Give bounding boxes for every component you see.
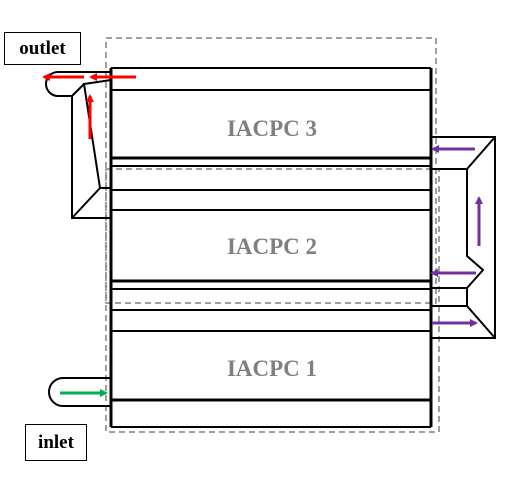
stage-label-iacpc3: IACPC 3 bbox=[227, 116, 317, 141]
dashed-group-lower bbox=[105, 168, 440, 433]
outlet-label: outlet bbox=[4, 32, 81, 65]
inlet-label: inlet bbox=[25, 424, 87, 461]
dashed-group-upper bbox=[105, 37, 437, 304]
outlet-duct bbox=[45, 71, 112, 219]
stage-label-iacpc1: IACPC 1 bbox=[227, 356, 317, 381]
stage-label-iacpc2: IACPC 2 bbox=[227, 234, 317, 259]
inlet-duct bbox=[48, 377, 111, 407]
transfer-duct bbox=[431, 136, 496, 339]
column-body bbox=[109, 67, 433, 428]
